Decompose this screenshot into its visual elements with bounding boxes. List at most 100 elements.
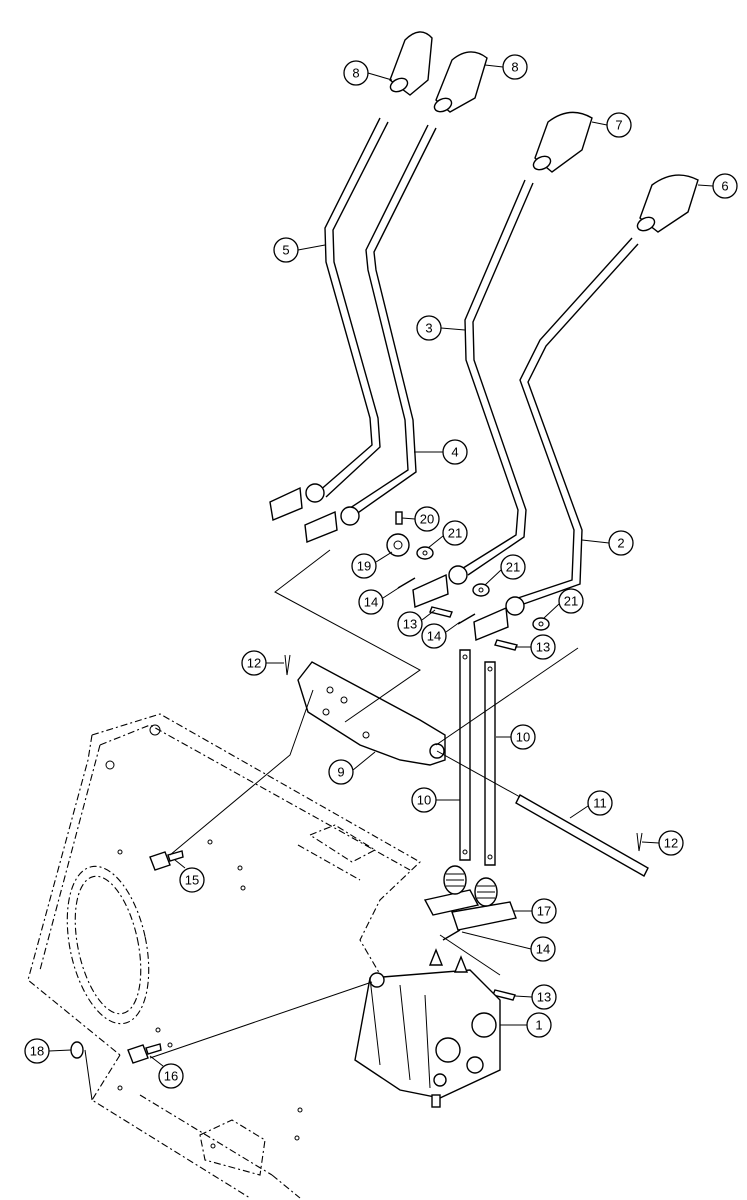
clip-18 — [70, 1041, 84, 1059]
callout-17: 17 — [531, 898, 557, 924]
callout-circle — [442, 439, 468, 465]
callout-number: 9 — [337, 765, 344, 780]
callout-number: 16 — [164, 1069, 178, 1084]
callout-circle — [500, 554, 526, 580]
callout-19: 19 — [351, 553, 377, 579]
callout-circle — [328, 759, 354, 785]
knob-8-right — [433, 51, 488, 113]
spring-pin-20 — [395, 511, 403, 525]
bracket-9 — [297, 661, 446, 766]
callout-circle — [414, 506, 440, 532]
callout-circle — [587, 790, 613, 816]
callout-circle — [531, 898, 557, 924]
callout-number: 4 — [451, 445, 458, 460]
callout-5: 5 — [273, 237, 299, 263]
callout-circle — [526, 1012, 552, 1038]
callout-13: 13 — [530, 634, 556, 660]
callout-number: 1 — [535, 1018, 542, 1033]
callout-12: 12 — [241, 650, 267, 676]
callout-number: 14 — [427, 629, 441, 644]
lever-2 — [473, 237, 639, 641]
bolt-16 — [127, 1043, 162, 1064]
callout-circle — [558, 588, 584, 614]
cotter-pins-12 — [284, 654, 643, 852]
callout-number: 7 — [615, 118, 622, 133]
valve-1 — [354, 948, 501, 1108]
callout-number: 19 — [357, 559, 371, 574]
lever-4 — [304, 124, 437, 543]
callout-21: 21 — [558, 588, 584, 614]
frame-plate — [27, 713, 421, 1199]
callout-circle — [530, 634, 556, 660]
spool-caps-17 — [423, 865, 517, 931]
callout-15: 15 — [179, 867, 205, 893]
callout-16: 16 — [158, 1063, 184, 1089]
callout-number: 10 — [417, 793, 431, 808]
callout-number: 17 — [537, 904, 551, 919]
callout-number: 8 — [352, 66, 359, 81]
bushing-19 — [386, 533, 410, 557]
callout-circle — [343, 60, 369, 86]
callout-10: 10 — [510, 724, 536, 750]
callout-number: 18 — [30, 1044, 44, 1059]
callout-3: 3 — [416, 315, 442, 341]
callout-20: 20 — [414, 506, 440, 532]
callout-circle — [411, 787, 437, 813]
callout-circle — [530, 936, 556, 962]
callout-circle — [158, 1063, 184, 1089]
callout-number: 21 — [448, 526, 462, 541]
callout-number: 15 — [185, 873, 199, 888]
callout-number: 2 — [617, 536, 624, 551]
callout-number: 12 — [664, 836, 678, 851]
knob-7 — [532, 111, 593, 173]
callout-1: 1 — [526, 1012, 552, 1038]
callout-number: 13 — [537, 990, 551, 1005]
callout-14: 14 — [358, 589, 384, 615]
lever-5 — [269, 117, 389, 521]
knob-8-left — [389, 31, 433, 96]
callout-circle — [241, 650, 267, 676]
washers-21 — [416, 546, 550, 631]
callout-number: 5 — [282, 243, 289, 258]
callout-number: 14 — [364, 595, 378, 610]
callout-circle — [658, 830, 684, 856]
callout-circle — [510, 724, 536, 750]
callout-number: 11 — [593, 796, 607, 811]
callout-13: 13 — [397, 611, 423, 637]
callouts: 8 8 7 6 5 3 4 2 20 21 19 21 14 21 13 14 13 12 10 9 10 11 12 15 1… — [24, 54, 738, 1089]
callout-number: 13 — [403, 617, 417, 632]
callout-number: 6 — [721, 179, 728, 194]
callout-10: 10 — [411, 787, 437, 813]
callout-number: 14 — [536, 942, 550, 957]
callout-circle — [24, 1038, 50, 1064]
link-10-right — [484, 661, 496, 866]
callout-circle — [351, 553, 377, 579]
callout-circle — [179, 867, 205, 893]
callout-13: 13 — [531, 984, 557, 1010]
callout-circle — [608, 530, 634, 556]
callout-number: 3 — [425, 321, 432, 336]
callout-circle — [712, 173, 738, 199]
callout-circle — [416, 315, 442, 341]
callout-21: 21 — [500, 554, 526, 580]
callout-18: 18 — [24, 1038, 50, 1064]
callout-number: 20 — [420, 512, 434, 527]
callout-circle — [531, 984, 557, 1010]
link-10-left — [459, 649, 471, 861]
callout-number: 8 — [511, 60, 518, 75]
callout-number: 12 — [247, 656, 261, 671]
callout-number: 21 — [564, 594, 578, 609]
callout-circle — [273, 237, 299, 263]
bolts-13 — [429, 606, 518, 1001]
callout-circle — [606, 112, 632, 138]
callout-number: 21 — [506, 560, 520, 575]
callout-9: 9 — [328, 759, 354, 785]
callout-4: 4 — [442, 439, 468, 465]
callout-circle — [397, 611, 423, 637]
callout-8: 8 — [343, 60, 369, 86]
callout-7: 7 — [606, 112, 632, 138]
callout-21: 21 — [442, 520, 468, 546]
assembly-lines — [84, 549, 579, 1101]
callout-circle — [358, 589, 384, 615]
